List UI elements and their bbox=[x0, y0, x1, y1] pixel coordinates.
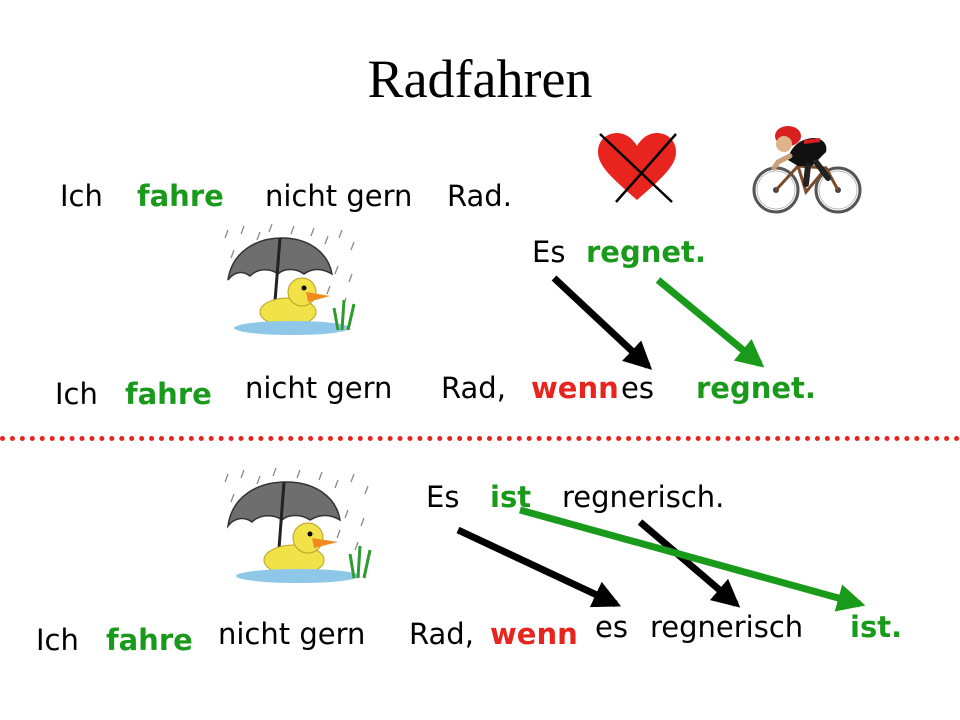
word-regnet-verb: regnet. bbox=[696, 371, 816, 405]
word-fahre-verb: fahre bbox=[137, 179, 224, 213]
word-wenn-conjunction: wenn bbox=[490, 617, 578, 651]
word-rad: Rad, bbox=[441, 371, 506, 405]
word-rad: Rad, bbox=[409, 617, 474, 651]
word-ist-verb: ist bbox=[490, 480, 532, 514]
rain-duck-umbrella-icon bbox=[224, 467, 372, 583]
arrow-es-to-es bbox=[551, 275, 653, 370]
word-es: Es bbox=[426, 480, 460, 514]
word-fahre-verb: fahre bbox=[106, 623, 193, 657]
word-regnerisch: regnerisch bbox=[650, 610, 804, 644]
page-title: Radfahren bbox=[367, 49, 593, 109]
word-ich: Ich bbox=[60, 179, 103, 213]
word-es: es bbox=[621, 371, 654, 405]
word-nicht-gern: nicht gern bbox=[218, 617, 366, 651]
arrow-ist-to-ist bbox=[519, 506, 866, 612]
word-ich: Ich bbox=[55, 377, 98, 411]
arrow-regnerisch-to-regnerisch bbox=[637, 519, 741, 608]
cyclist-icon bbox=[752, 126, 862, 214]
rain-duck-umbrella-icon bbox=[224, 223, 356, 335]
word-ist-verb: ist. bbox=[850, 610, 903, 644]
word-es: es bbox=[595, 610, 628, 644]
word-rad: Rad. bbox=[447, 179, 512, 213]
word-fahre-verb: fahre bbox=[125, 377, 212, 411]
word-regnet-verb: regnet. bbox=[586, 235, 706, 269]
word-wenn-conjunction: wenn bbox=[531, 371, 619, 405]
word-es: Es bbox=[532, 235, 566, 269]
word-nicht-gern: nicht gern bbox=[245, 371, 393, 405]
crossed-heart-icon bbox=[598, 133, 677, 203]
section-divider bbox=[0, 436, 960, 441]
arrow-regnet-to-regnet bbox=[655, 277, 765, 368]
word-ich: Ich bbox=[36, 623, 79, 657]
arrow-es-to-es bbox=[456, 526, 622, 608]
word-regnerisch: regnerisch. bbox=[562, 480, 725, 514]
word-nicht-gern: nicht gern bbox=[265, 179, 413, 213]
